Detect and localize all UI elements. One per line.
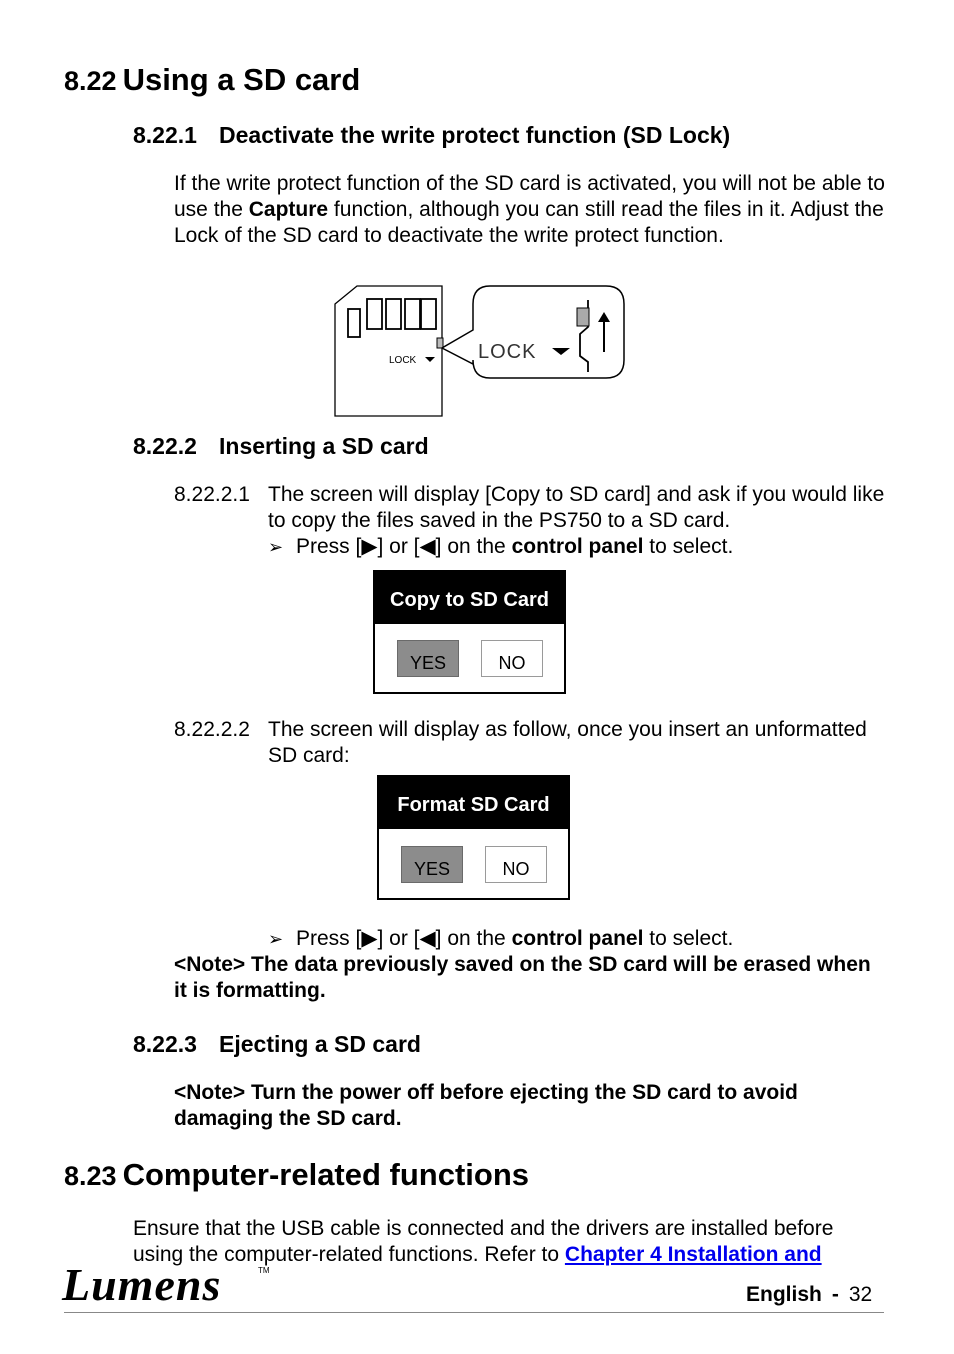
note-eject: <Note> Turn the power off before ejectin… bbox=[174, 1081, 798, 1130]
trademark-mark: TM bbox=[258, 1266, 270, 1275]
copy-to-sd-dialog: Copy to SD Card YES NO bbox=[373, 570, 566, 694]
sd-contact bbox=[366, 298, 383, 330]
item-text-8-22-2-2: The screen will display as follow, once … bbox=[268, 718, 867, 767]
yes-button[interactable]: YES bbox=[401, 846, 463, 883]
capture-term: Capture bbox=[248, 198, 329, 221]
dialog-title: Copy to SD Card bbox=[375, 572, 564, 624]
sd-card-lock-illustration: LOCK LOCK bbox=[334, 285, 625, 417]
chapter-4-link[interactable]: Chapter 4 Installation and bbox=[564, 1243, 822, 1266]
paragraph-write-protect: If the write protect function of the SD … bbox=[174, 172, 885, 247]
lock-up-arrow-head bbox=[598, 312, 610, 322]
format-sd-dialog: Format SD Card YES NO bbox=[377, 775, 570, 900]
section-title: Computer-related functions bbox=[122, 1157, 530, 1192]
section-title: Using a SD card bbox=[122, 62, 361, 97]
footer-language: English bbox=[746, 1283, 822, 1306]
bullet-press-select-1: ➢Press [▶] or [◀] on the control panel t… bbox=[268, 535, 734, 558]
subsection-heading-8-22-1: 8.22.1 Deactivate the write protect funct… bbox=[133, 122, 730, 149]
bullet-arrow-icon: ➢ bbox=[268, 929, 284, 949]
subsection-title: Inserting a SD card bbox=[219, 433, 429, 459]
section-number: 8.23 bbox=[64, 1161, 117, 1191]
lumens-logo: Lumens bbox=[62, 1259, 222, 1310]
lock-down-arrow bbox=[552, 348, 570, 355]
yes-button[interactable]: YES bbox=[397, 640, 459, 677]
dialog-title: Format SD Card bbox=[379, 777, 568, 829]
no-button[interactable]: NO bbox=[485, 846, 547, 883]
lock-switch-slider bbox=[576, 307, 590, 327]
sd-lock-small-arrow bbox=[425, 357, 435, 362]
page-footer-label: English-32 bbox=[746, 1283, 873, 1306]
subsection-title: Ejecting a SD card bbox=[219, 1031, 421, 1057]
item-number-8-22-2-2: 8.22.2.2 bbox=[174, 718, 250, 741]
item-number-8-22-2-1: 8.22.2.1 bbox=[174, 483, 250, 506]
sd-contact bbox=[420, 298, 437, 330]
subsection-number: 8.22.2 bbox=[133, 433, 197, 459]
sd-contact bbox=[404, 298, 421, 330]
subsection-heading-8-22-3: 8.22.3 Ejecting a SD card bbox=[133, 1031, 421, 1058]
footer-divider bbox=[64, 1312, 884, 1313]
subsection-number: 8.22.3 bbox=[133, 1031, 197, 1057]
sd-lock-small-label: LOCK bbox=[389, 355, 417, 366]
sd-lock-big-label: LOCK bbox=[478, 341, 536, 363]
subsection-title: Deactivate the write protect function (S… bbox=[219, 122, 731, 148]
sd-contact bbox=[347, 308, 361, 338]
note-format-erase: <Note> The data previously saved on the … bbox=[174, 953, 871, 1002]
section-number: 8.22 bbox=[64, 66, 117, 96]
subsection-number: 8.22.1 bbox=[133, 122, 197, 148]
no-button[interactable]: NO bbox=[481, 640, 543, 677]
bullet-arrow-icon: ➢ bbox=[268, 537, 284, 557]
paragraph-computer-functions: Ensure that the USB cable is connected a… bbox=[133, 1217, 834, 1266]
bullet-press-select-2: ➢Press [▶] or [◀] on the control panel t… bbox=[268, 927, 734, 950]
callout-bubble bbox=[440, 285, 625, 379]
subsection-heading-8-22-2: 8.22.2 Inserting a SD card bbox=[133, 433, 429, 460]
page-number: 32 bbox=[848, 1283, 873, 1306]
sd-contact bbox=[385, 298, 402, 330]
item-text-8-22-2-1: The screen will display [Copy to SD card… bbox=[268, 483, 885, 532]
sd-lock-tab bbox=[436, 337, 444, 349]
